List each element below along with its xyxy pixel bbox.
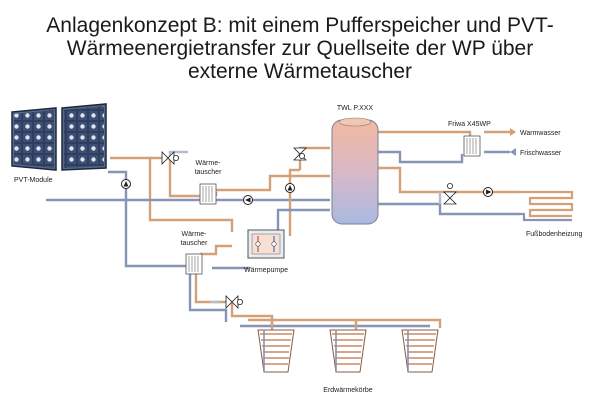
pipe-basket-supply xyxy=(248,318,442,328)
hx1-label-line1: Wärme- xyxy=(196,160,222,167)
pipe-heatpump-return xyxy=(276,208,330,236)
pipe-floor-return xyxy=(378,202,520,216)
diagram-title: Anlagenkonzept B: mit einem Pufferspeich… xyxy=(0,14,600,83)
warmwasser-label: Warmwasser xyxy=(520,130,561,137)
pvt-label: PVT-Module xyxy=(14,177,53,184)
pump-icon xyxy=(243,195,253,205)
pump-icon xyxy=(483,187,493,197)
pipe-floor-supply xyxy=(378,166,520,194)
pipe-hp-to-hx2 xyxy=(200,244,232,256)
ground-basket-1 xyxy=(257,329,295,373)
hx2-label-line2: tauscher xyxy=(181,240,209,247)
buffer-tank xyxy=(331,117,379,225)
mixing-valve-icon xyxy=(161,151,179,165)
mixing-valve-icon xyxy=(225,295,243,309)
mixing-valve-icon xyxy=(293,147,307,161)
pipe-hx1-in xyxy=(150,156,200,198)
friwa-label: Friwa X45WP xyxy=(448,121,491,128)
ground-baskets-label: Erdwärmekörbe xyxy=(323,387,373,394)
title-line-2: Wärmeenergietransfer zur Quellseite der … xyxy=(66,37,534,60)
pipe-ground-return-a xyxy=(188,274,228,322)
hx1-label-line2: tauscher xyxy=(195,169,223,176)
title-line-3: externe Wärmetauscher xyxy=(187,60,413,83)
mixing-valve-icon xyxy=(443,182,457,205)
friwa-exchanger xyxy=(463,135,481,157)
pipe-tank-to-friwa xyxy=(378,130,472,138)
ground-basket-3 xyxy=(401,329,439,373)
floor-heating-label: Fußbodenheizung xyxy=(526,231,583,238)
pipe-pvt-return xyxy=(108,170,186,268)
pump-icon xyxy=(285,183,295,193)
pvt-module-2 xyxy=(61,103,107,171)
frischwasser-arrow-icon xyxy=(510,148,516,156)
pump-icon xyxy=(121,179,131,189)
ground-basket-2 xyxy=(329,329,367,373)
pipe-hx1-to-tank xyxy=(216,174,330,192)
pipe-pvt-hot xyxy=(110,156,234,232)
warmwasser-arrow-icon xyxy=(510,128,516,136)
heat-pump-label: Wärmepumpe xyxy=(244,267,288,274)
pvt-module-1 xyxy=(11,107,57,171)
floor-heating-coil xyxy=(520,190,574,222)
pipe-friwa-return xyxy=(378,150,464,164)
heat-exchanger-1 xyxy=(199,183,217,205)
tank-label: TWL P.XXX xyxy=(337,105,374,112)
hx2-label-line1: Wärme- xyxy=(182,231,208,238)
title-line-1: Anlagenkonzept B: mit einem Pufferspeich… xyxy=(46,14,554,37)
heat-pump xyxy=(247,229,285,259)
heat-exchanger-2 xyxy=(185,253,203,275)
frischwasser-label: Frischwasser xyxy=(520,150,562,157)
pipe-ground-supply xyxy=(194,272,274,328)
pipe-heatpump-supply xyxy=(288,168,300,236)
